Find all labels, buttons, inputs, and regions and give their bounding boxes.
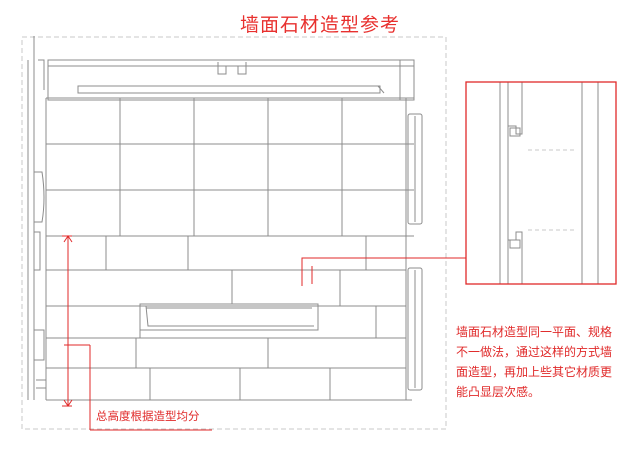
page-title: 墙面石材造型参考 — [239, 14, 400, 36]
note-line: 面造型，再加上些其它材质更 — [456, 365, 613, 379]
note-line: 墙面石材造型同一平面、规格 — [456, 325, 613, 339]
design-note: 墙面石材造型同一平面、规格 不一做法，通过这样的方式墙 面造型，再加上些其它材质… — [456, 322, 634, 402]
height-dimension-label: 总高度根据造型均分 — [96, 409, 200, 423]
note-line: 能凸显层次感。 — [456, 385, 541, 399]
upper-panel-grid — [45, 97, 414, 400]
left-door-frame — [27, 36, 46, 400]
section-detail — [499, 82, 599, 284]
wall-light-upper — [407, 113, 423, 225]
top-cornice — [47, 59, 415, 101]
recessed-niche — [139, 303, 319, 331]
detail-frame — [465, 81, 617, 285]
lower-panel-grid — [45, 236, 412, 401]
note-line: 不一做法，通过这样的方式墙 — [456, 345, 613, 359]
leader-line — [301, 257, 466, 286]
drawing-frame — [21, 36, 447, 430]
wall-light-lower — [407, 267, 423, 391]
